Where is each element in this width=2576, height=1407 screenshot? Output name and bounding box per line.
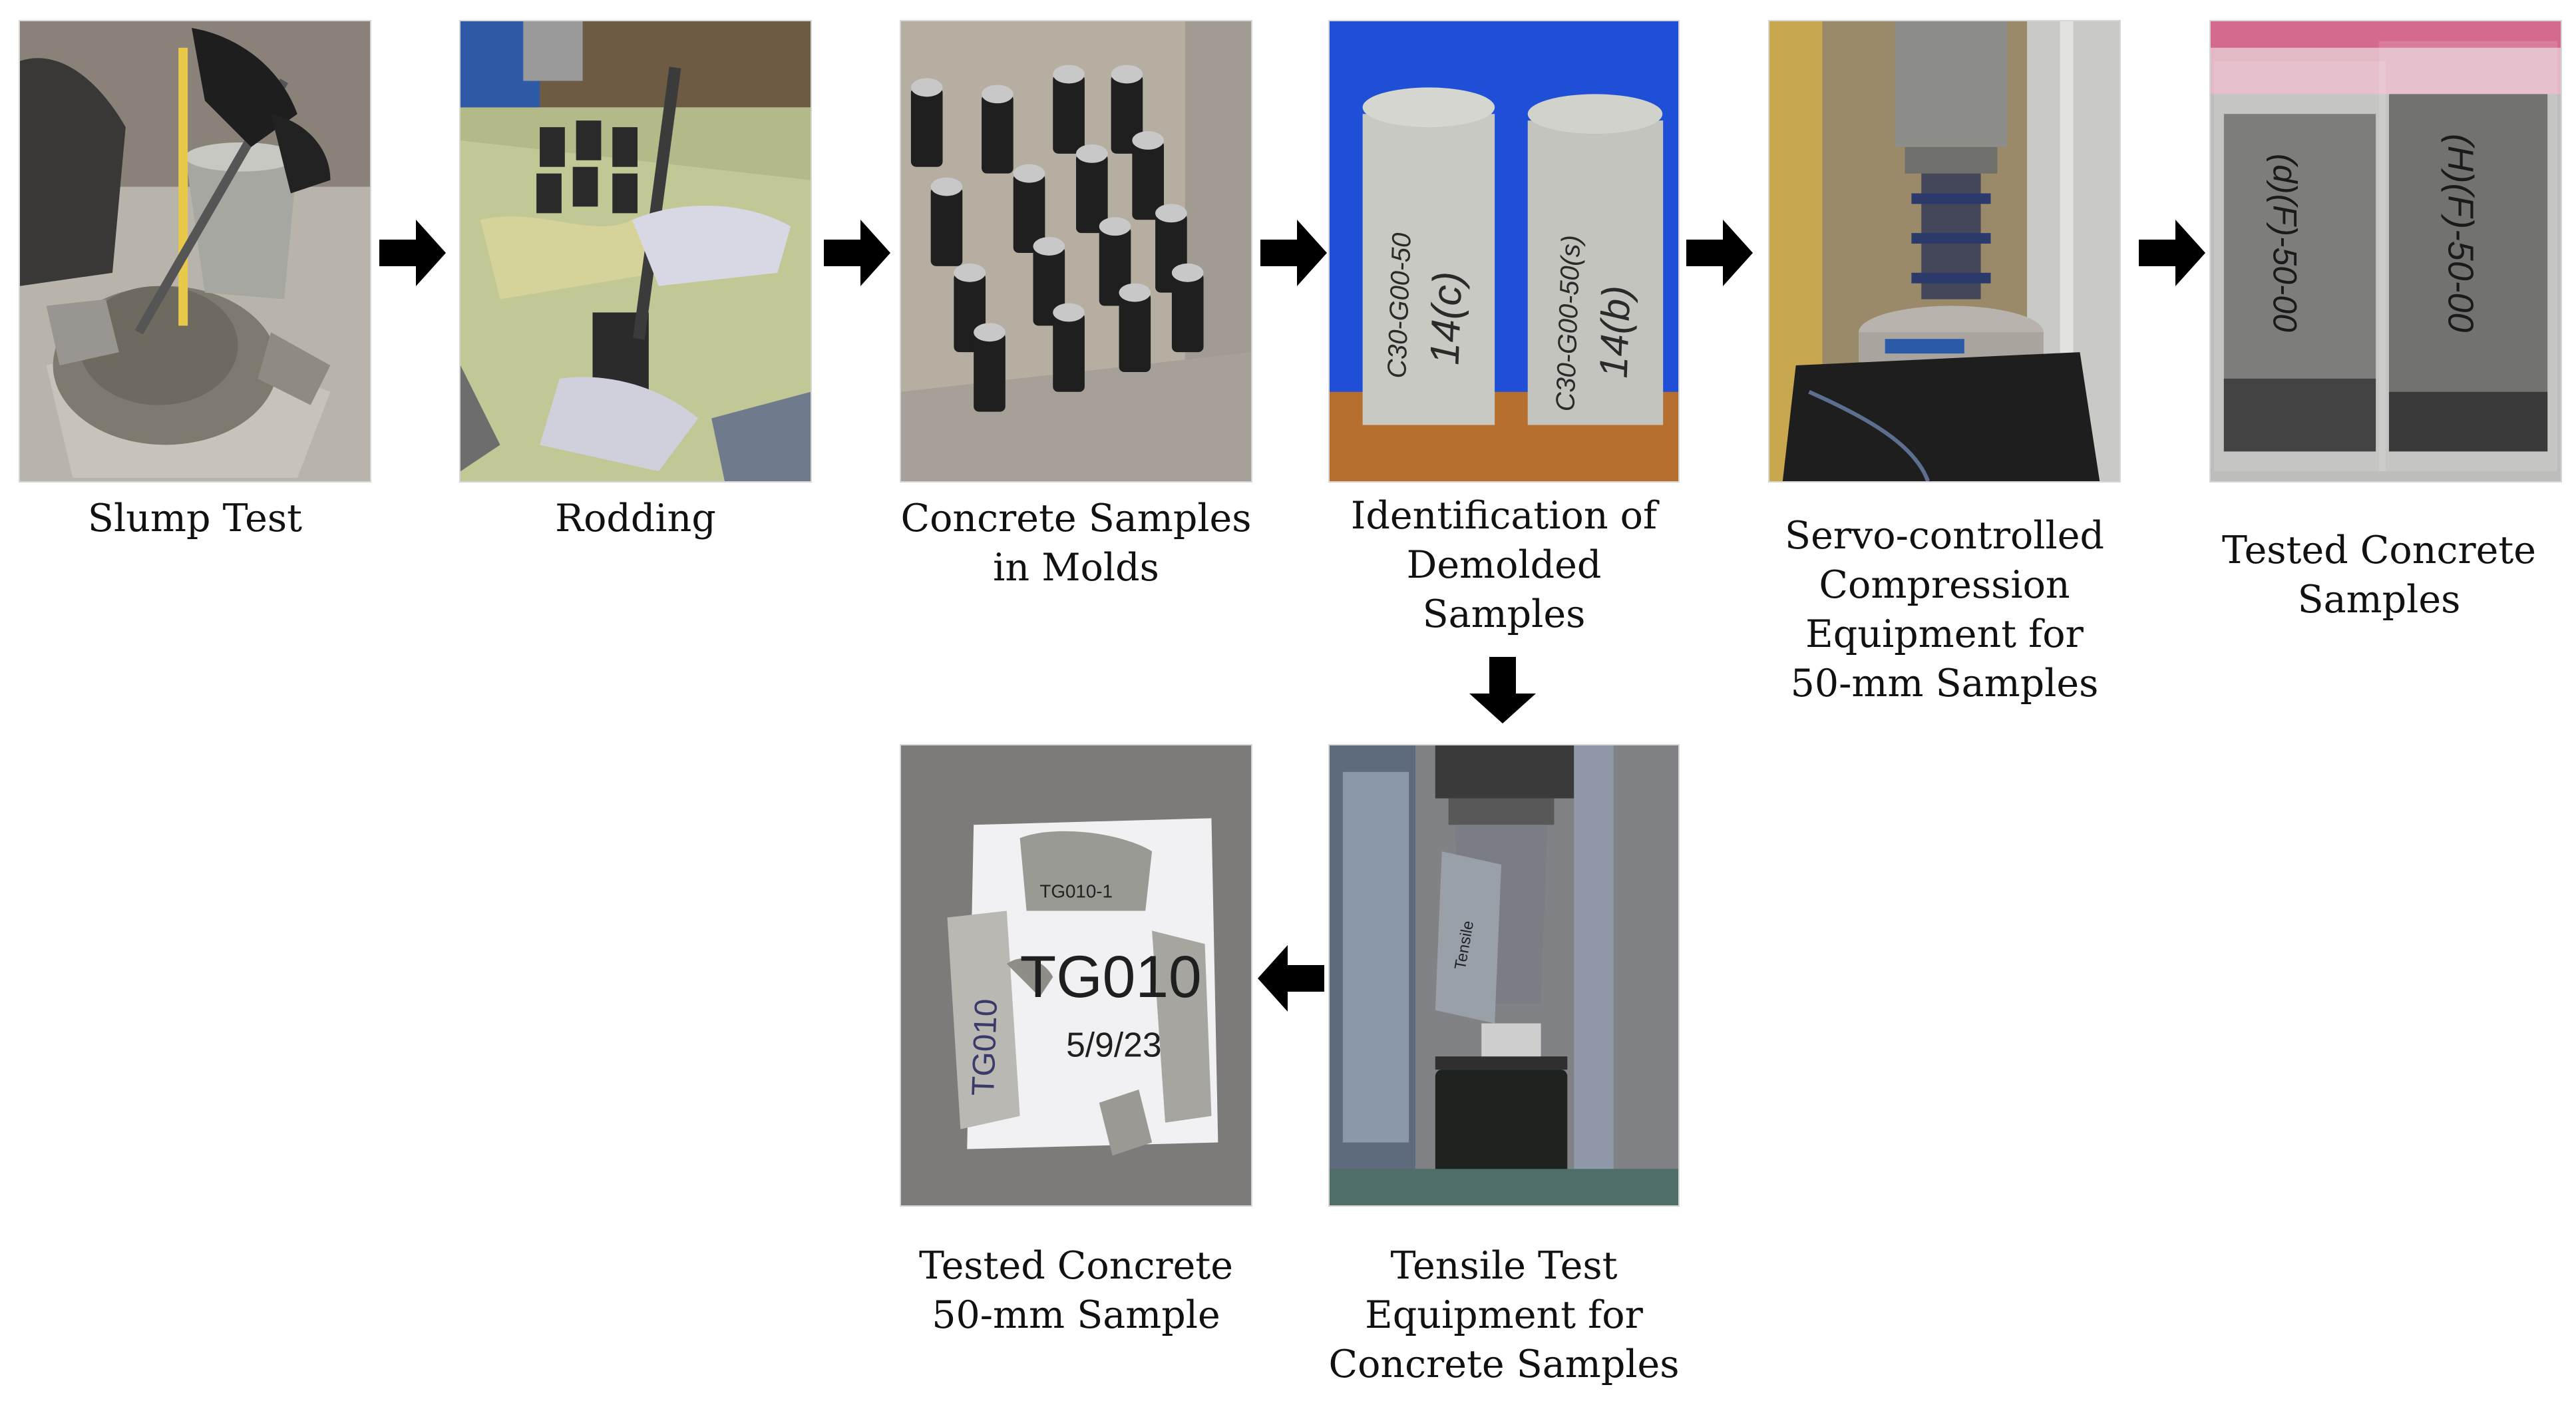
sample-label-left-line2: 14(c) <box>1422 271 1471 366</box>
tested-50mm-sample-photo: TG010-1 TG010 5/9/23 TG010 <box>900 744 1252 1207</box>
arrow-right-5 <box>2137 220 2207 286</box>
tested-50mm-label-main: TG010 <box>1020 943 1202 1010</box>
slump-test-photo <box>19 20 371 483</box>
caption-concrete-samples-in-molds: Concrete Samples in Molds <box>900 497 1252 590</box>
tested-50mm-label-date: 5/9/23 <box>1066 1025 1161 1064</box>
arrow-left <box>1256 945 1326 1012</box>
tested-sample-label-right: (H)(F)-50-00 <box>2440 134 2480 332</box>
tested-samples-photo: (d)(F)-50-00 (H)(F)-50-00 <box>2209 20 2562 483</box>
sample-label-left-line1: C30-G00-50 <box>1382 232 1417 379</box>
tested-sample-label-left: (d)(F)-50-00 <box>2266 154 2303 332</box>
caption-tested-50mm-sample: Tested Concrete 50-mm Sample <box>918 1244 1233 1337</box>
tensile-equipment-photo: Tensile <box>1328 744 1680 1207</box>
arrow-right-3 <box>1259 220 1328 286</box>
arrow-right-1 <box>378 220 447 286</box>
arrow-right-4 <box>1685 220 1754 286</box>
caption-identification-demolded: Identification of Demolded Samples <box>1350 494 1658 636</box>
caption-rodding: Rodding <box>555 497 716 540</box>
rodding-photo <box>459 20 812 483</box>
sample-label-right-line2: 14(b) <box>1591 285 1639 379</box>
caption-slump-test: Slump Test <box>87 497 303 540</box>
tested-50mm-label-side: TG010 <box>966 998 1004 1097</box>
arrow-right-2 <box>823 220 892 286</box>
molds-photo <box>900 20 1252 483</box>
arrow-down <box>1469 656 1536 725</box>
compression-equipment-photo <box>1768 20 2121 483</box>
tested-50mm-label-top: TG010-1 <box>1039 881 1113 902</box>
demolded-samples-photo: C30-G00-50 14(c) C30-G00-50(s) 14(b) <box>1328 20 1680 483</box>
caption-tested-concrete-samples: Tested Concrete Samples <box>2221 528 2536 622</box>
sample-label-right-line1: C30-G00-50(s) <box>1551 234 1586 412</box>
caption-compression-equipment: Servo-controlled Compression Equipment f… <box>1785 514 2104 705</box>
caption-tensile-equipment: Tensile Test Equipment for Concrete Samp… <box>1328 1244 1680 1386</box>
